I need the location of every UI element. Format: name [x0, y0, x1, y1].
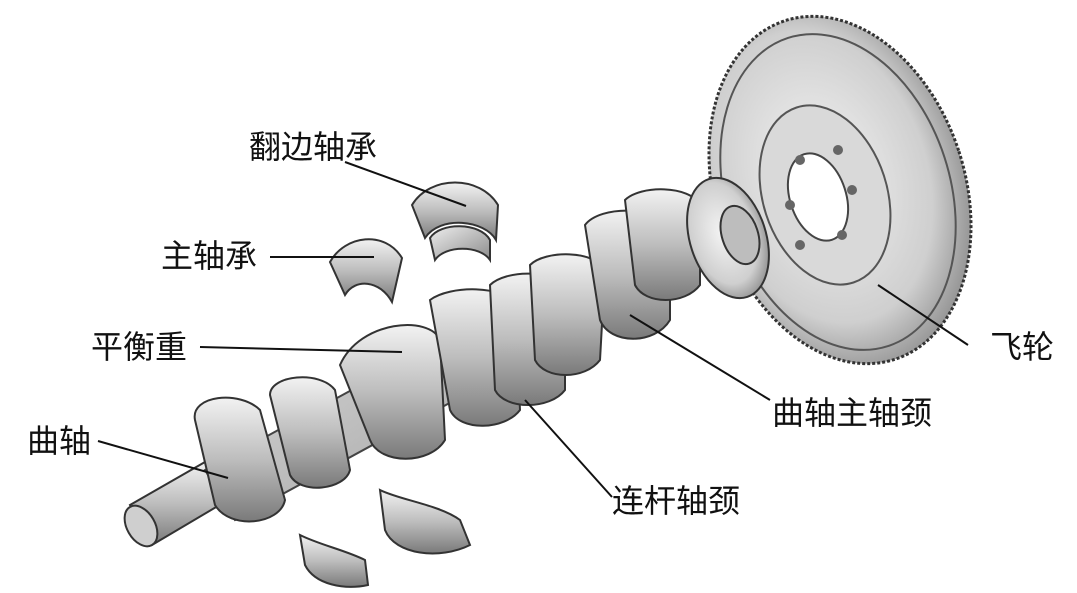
lower-bearing-shells [298, 488, 472, 588]
main-bearing-part [328, 238, 404, 305]
flywheel-part [707, 14, 973, 366]
leader-crankshaft [97, 440, 229, 479]
leader-rod-journal [524, 399, 613, 498]
label-crankshaft: 曲轴 [27, 422, 92, 460]
label-rod-journal: 连杆轴颈 [612, 482, 741, 520]
label-counterweight: 平衡重 [91, 328, 188, 366]
leader-main-journal [629, 314, 771, 401]
leader-flywheel [877, 284, 969, 346]
label-main-bearing: 主轴承 [161, 237, 258, 275]
label-main-journal: 曲轴主轴颈 [772, 394, 933, 432]
flange-bearing-part [410, 181, 500, 264]
leader-lines [97, 161, 969, 498]
label-flange-bearing: 翻边轴承 [249, 128, 378, 166]
crankshaft-part [123, 176, 770, 548]
leader-flange-bearing [344, 161, 467, 207]
label-flywheel: 飞轮 [990, 328, 1055, 366]
leader-counterweight [199, 346, 403, 353]
